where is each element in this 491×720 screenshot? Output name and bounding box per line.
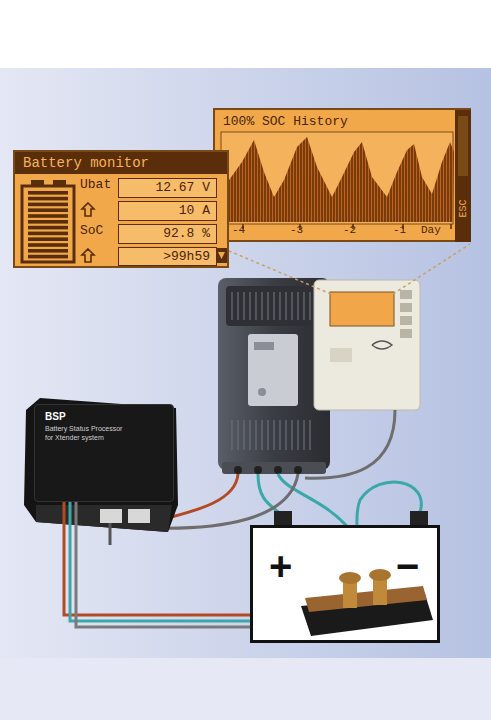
battery-icon [22, 186, 74, 262]
side-bar [455, 110, 471, 242]
battery-level-bar [28, 203, 68, 207]
button-label: ESC [457, 199, 468, 217]
cable-wire [76, 502, 250, 627]
axis-label: -1 [393, 224, 406, 236]
axis-label: -2 [343, 224, 356, 236]
battery-level-bar [28, 249, 68, 253]
battery-monitor-panel: Battery monitor 12.67 V 10 A 92.8 % >99h59 [13, 150, 229, 268]
battery-level-bar [28, 226, 68, 230]
chart-area [221, 132, 453, 224]
arrow-icon [82, 249, 94, 262]
battery-terminal [274, 511, 292, 526]
bsp-housing [24, 398, 178, 532]
background-band [0, 68, 491, 658]
battery-level-bar [28, 208, 68, 212]
panel-title: 100% SOC History [215, 110, 469, 130]
value-box: 12.67 V [118, 178, 217, 198]
terminal-sign: + [269, 546, 292, 586]
remote-control [314, 280, 420, 410]
field-label: SoC [80, 224, 103, 238]
cable-wire [64, 502, 250, 615]
device-name: BSP [35, 405, 173, 422]
value-text: >99h59 [119, 248, 216, 265]
terminal-sign: − [396, 546, 419, 586]
wire [305, 410, 395, 478]
battery: +− [250, 525, 440, 643]
battery-level-bar [28, 197, 68, 201]
axis-tick [450, 224, 452, 229]
value-box: >99h59 [118, 247, 217, 266]
value-box: 10 A [118, 201, 217, 221]
battery-level-bar [28, 237, 68, 241]
leader-line [393, 244, 470, 294]
value-box: 92.8 % [118, 224, 217, 244]
bsp-front [36, 505, 172, 532]
battery-terminal [410, 511, 428, 526]
battery-level-bar [28, 243, 68, 247]
panel-title: Battery monitor [15, 152, 227, 172]
battery-level-bar [28, 255, 68, 259]
scroll-button [218, 252, 225, 259]
inverter [218, 278, 330, 474]
bsp-port [100, 509, 122, 523]
axis-label: -4 [232, 224, 245, 236]
value-text: 12.67 V [119, 179, 216, 196]
axis-label: Day [421, 224, 441, 236]
background-bottom [0, 658, 491, 720]
device-description: Battery Status Processor for Xtender sys… [35, 422, 135, 442]
battery-level-bar [28, 232, 68, 236]
arrow-icon [82, 203, 94, 216]
battery-level-bar [28, 220, 68, 224]
value-text: 92.8 % [119, 225, 216, 242]
bsp-port [128, 509, 150, 523]
header-bar [15, 152, 227, 174]
bsp-device: BSPBattery Status Processor for Xtender … [34, 404, 174, 502]
axis-label: -3 [290, 224, 303, 236]
leader-line [222, 248, 331, 294]
scroll-button [216, 248, 227, 263]
value-text: 10 A [119, 202, 216, 219]
soc-history-panel: 100% SOC History [213, 108, 471, 242]
battery-level-bar [28, 214, 68, 218]
soc-area [221, 137, 454, 222]
battery-level-bar [28, 191, 68, 195]
wire [109, 523, 112, 545]
cable-wire [70, 502, 250, 621]
cable [64, 502, 250, 627]
field-label: Ubat [80, 178, 111, 192]
side-bar [458, 116, 468, 176]
